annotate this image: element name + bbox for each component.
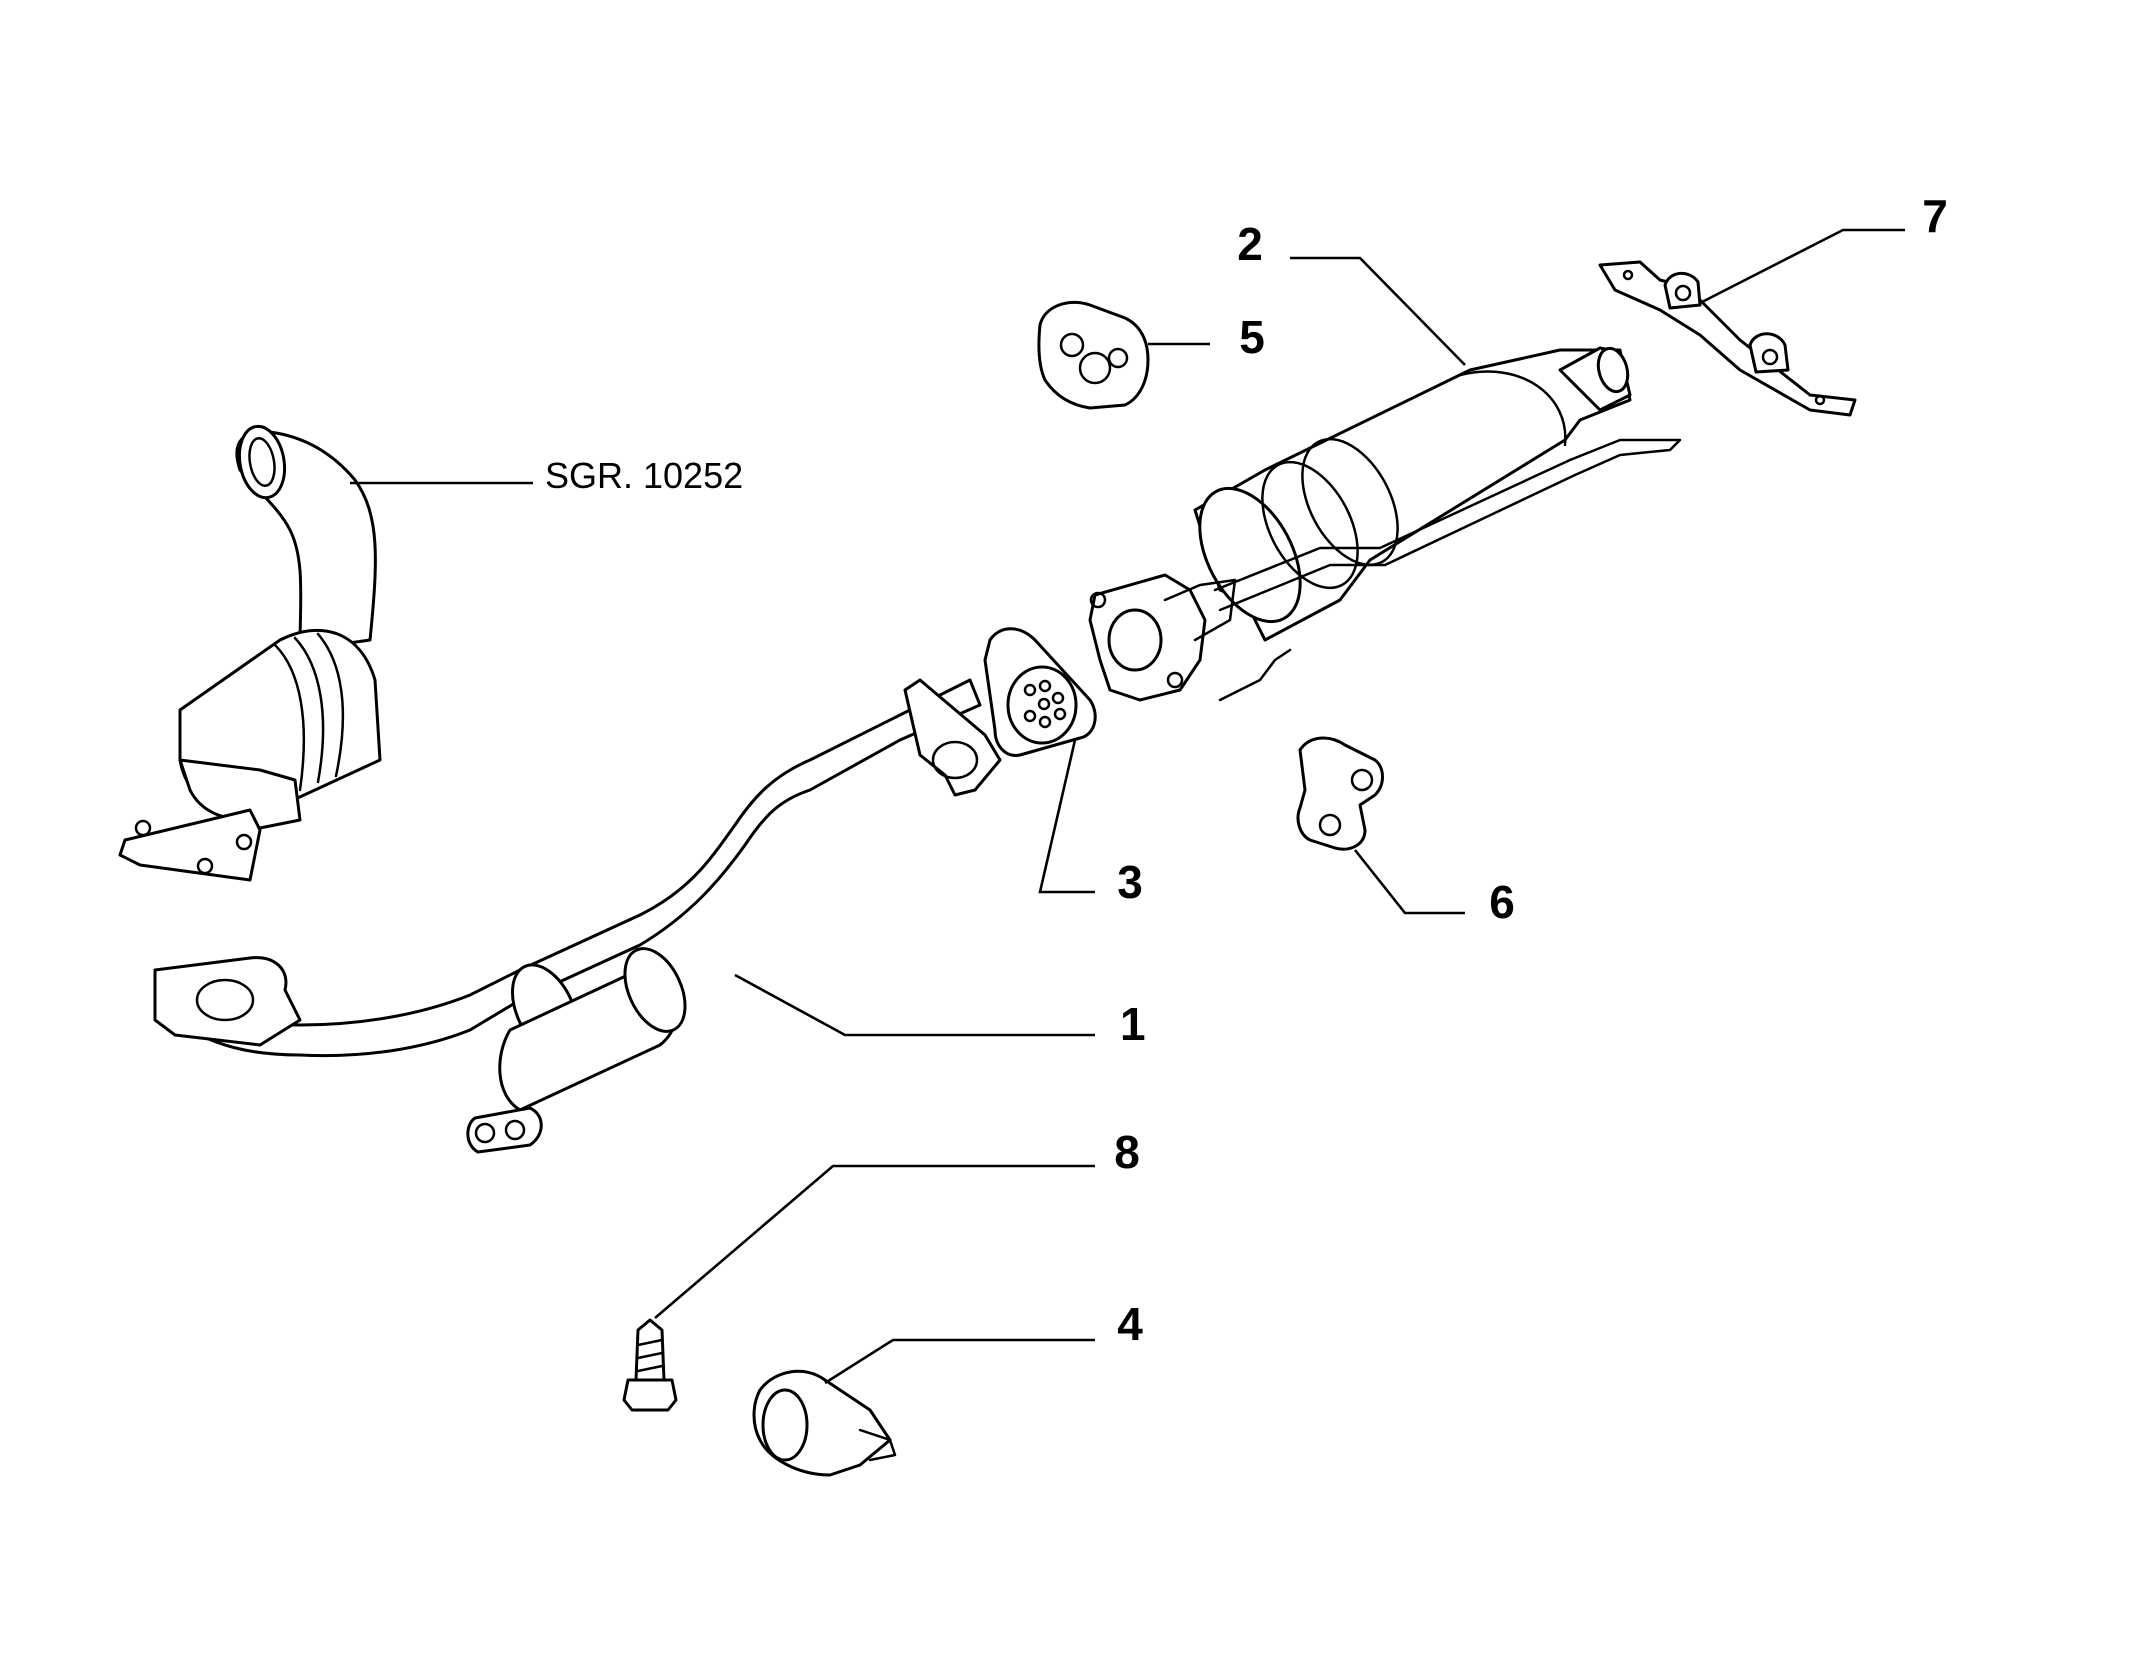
leader-lines	[350, 228, 1905, 1385]
reference-label: SGR. 10252	[545, 455, 743, 496]
callout-3: 3	[1117, 856, 1143, 908]
callout-1: 1	[1120, 998, 1146, 1050]
callout-4: 4	[1117, 1298, 1143, 1350]
leader-4	[824, 1338, 1095, 1385]
front-pipe-part-1	[153, 678, 1002, 1154]
callout-2: 2	[1237, 218, 1263, 270]
callout-7: 7	[1922, 190, 1948, 242]
bracket-part-7	[1598, 260, 1857, 417]
rubber-hanger-part-5	[1037, 300, 1150, 410]
bolt-part-8	[622, 1318, 678, 1412]
leader-1	[734, 973, 1095, 1037]
rubber-mount-part-6	[1296, 736, 1384, 851]
leader-6	[1353, 849, 1465, 915]
catalytic-converter-reference	[118, 424, 382, 882]
clamp-part-4	[752, 1369, 897, 1477]
callout-8: 8	[1114, 1126, 1140, 1178]
particulate-filter-part-2	[1088, 346, 1682, 702]
gasket-part-3	[983, 627, 1097, 757]
leader-8	[654, 1164, 1095, 1319]
leader-3	[1038, 739, 1095, 894]
leader-2	[1290, 256, 1466, 366]
callout-6: 6	[1489, 876, 1515, 928]
callout-5: 5	[1239, 311, 1265, 363]
leader-7	[1701, 228, 1905, 304]
